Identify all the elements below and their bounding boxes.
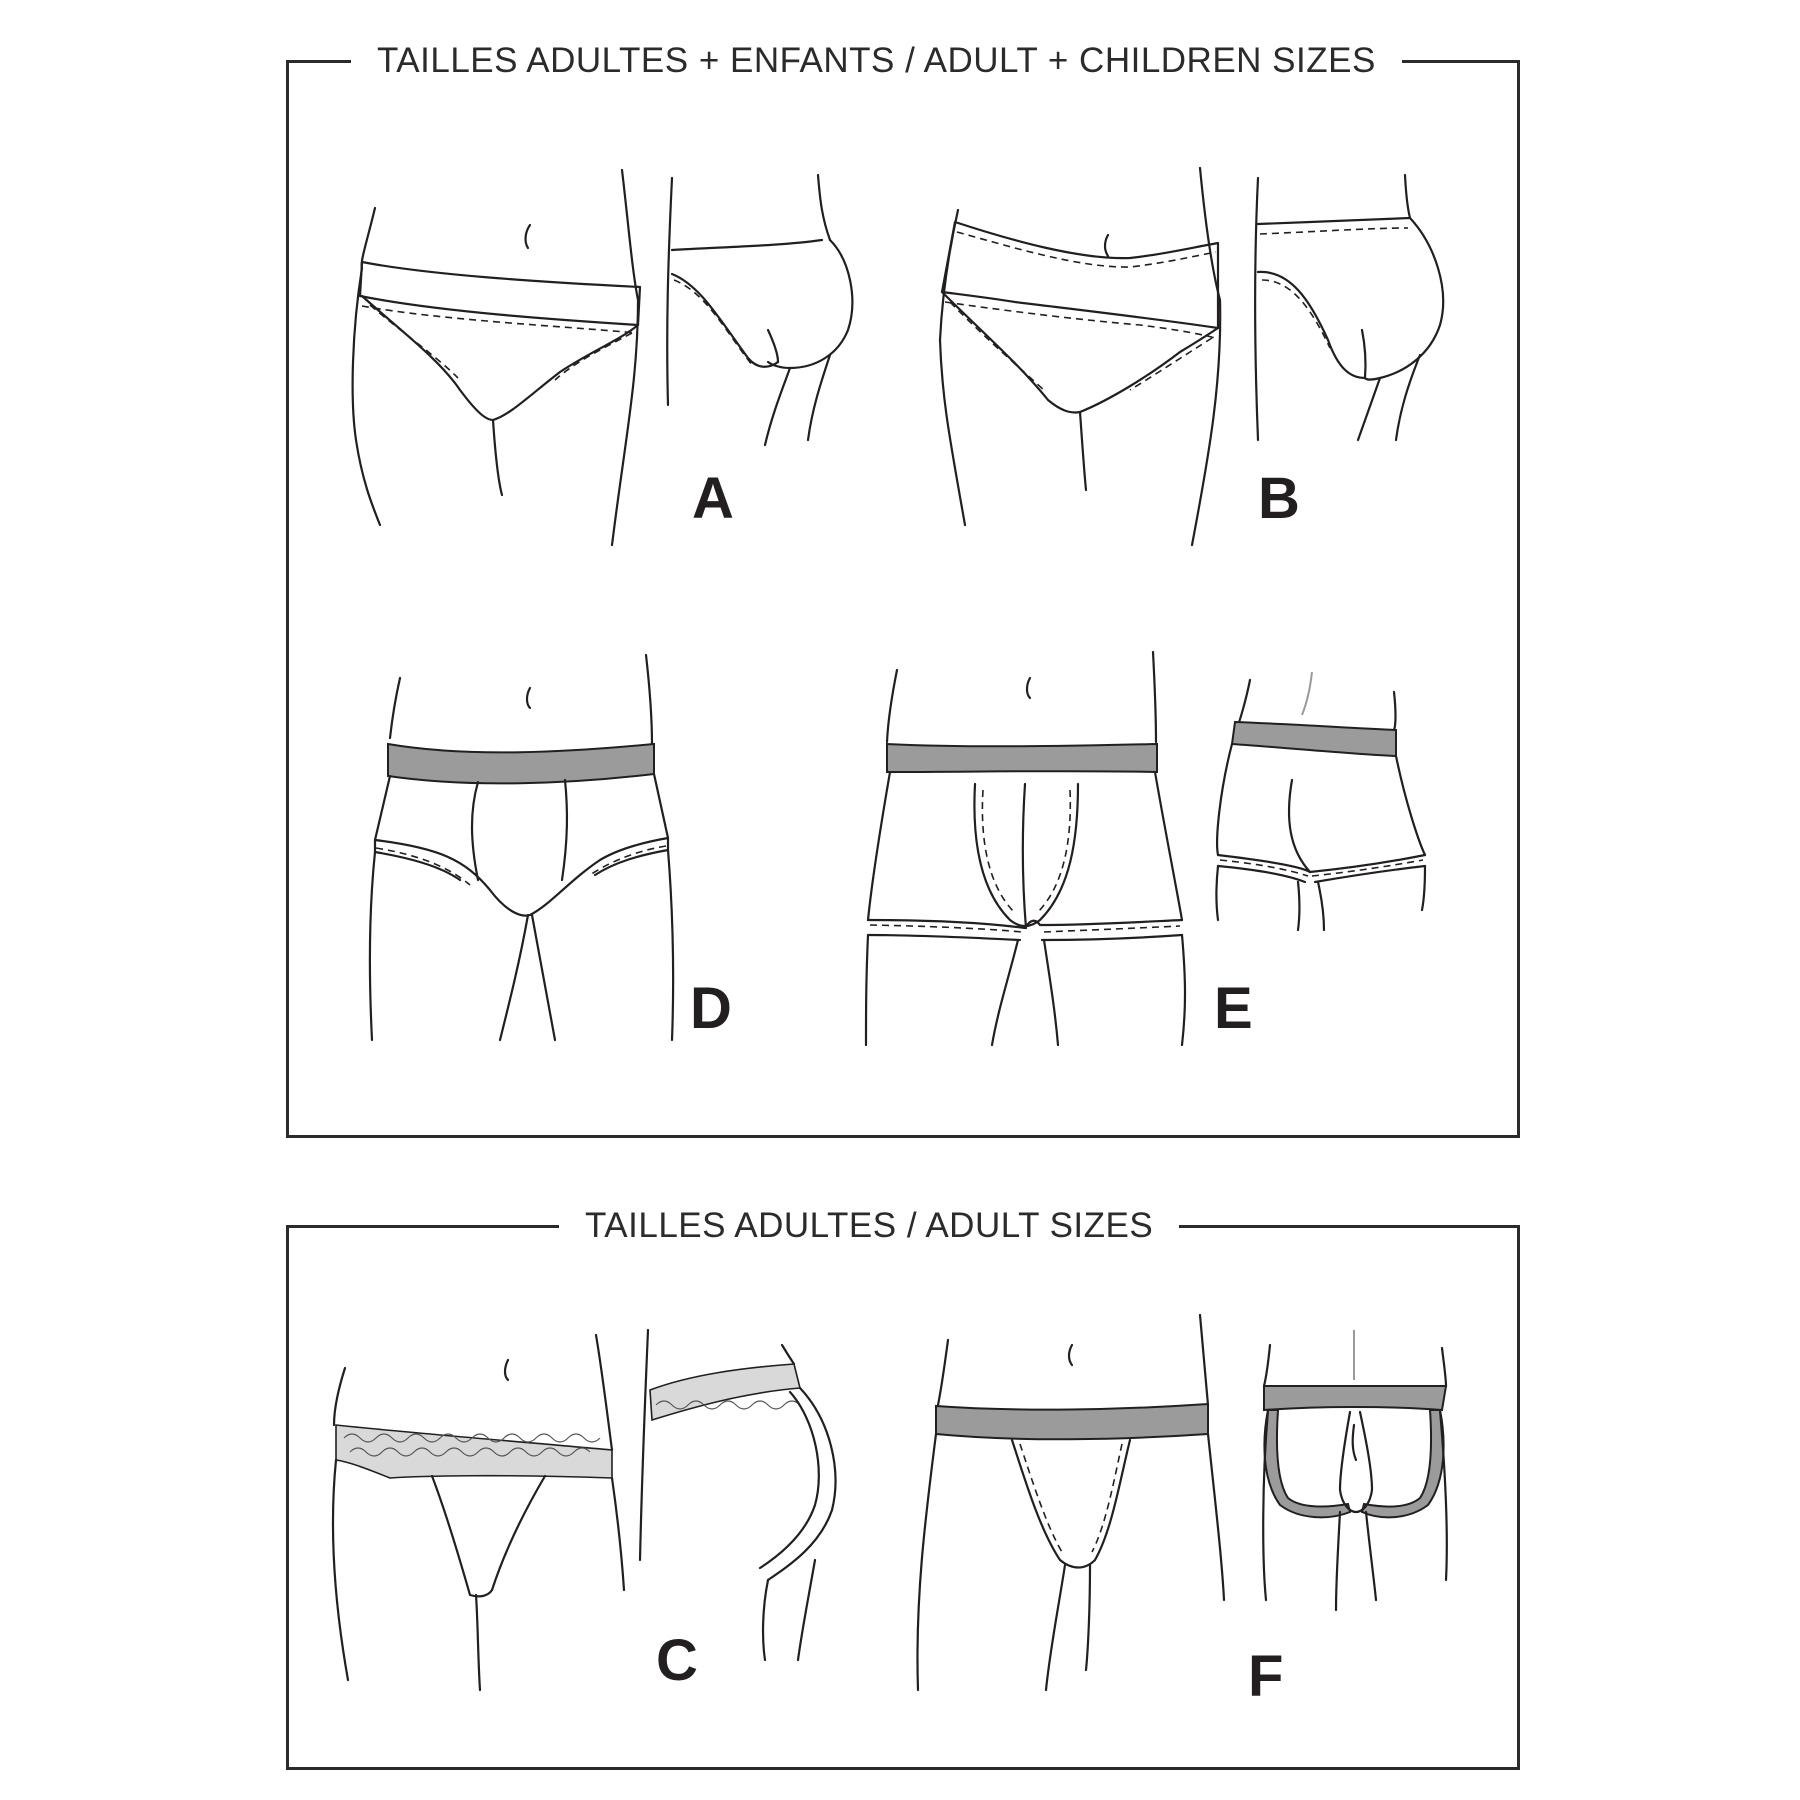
view-label-c: C: [656, 1628, 698, 1693]
view-e-front-figure: [864, 650, 1187, 1047]
view-d-front-figure: [368, 653, 675, 1042]
view-f-back-figure: [1262, 1330, 1448, 1612]
panel-adult-children-sizes: TAILLES ADULTES + ENFANTS / ADULT + CHIL…: [286, 39, 1520, 1138]
view-label-b: B: [1258, 466, 1300, 531]
view-b-front-figure: [938, 166, 1222, 547]
view-label-a: A: [692, 466, 734, 531]
panel-adult-sizes: TAILLES ADULTES / ADULT SIZES: [286, 1204, 1520, 1770]
view-e-back-figure: [1215, 671, 1427, 932]
view-label-d: D: [690, 976, 732, 1041]
view-label-f: F: [1248, 1644, 1284, 1709]
view-a-back-figure: [666, 173, 854, 447]
panel-title-adult: TAILLES ADULTES / ADULT SIZES: [559, 1204, 1180, 1248]
view-f-front-figure: [916, 1313, 1226, 1692]
view-c-front-figure: [331, 1333, 626, 1692]
view-c-back-figure: [638, 1328, 837, 1662]
view-a-front-figure: [351, 168, 642, 547]
panel-title-adult-children: TAILLES ADULTES + ENFANTS / ADULT + CHIL…: [351, 39, 1402, 83]
view-label-e: E: [1214, 976, 1253, 1041]
view-b-back-figure: [1253, 173, 1445, 442]
